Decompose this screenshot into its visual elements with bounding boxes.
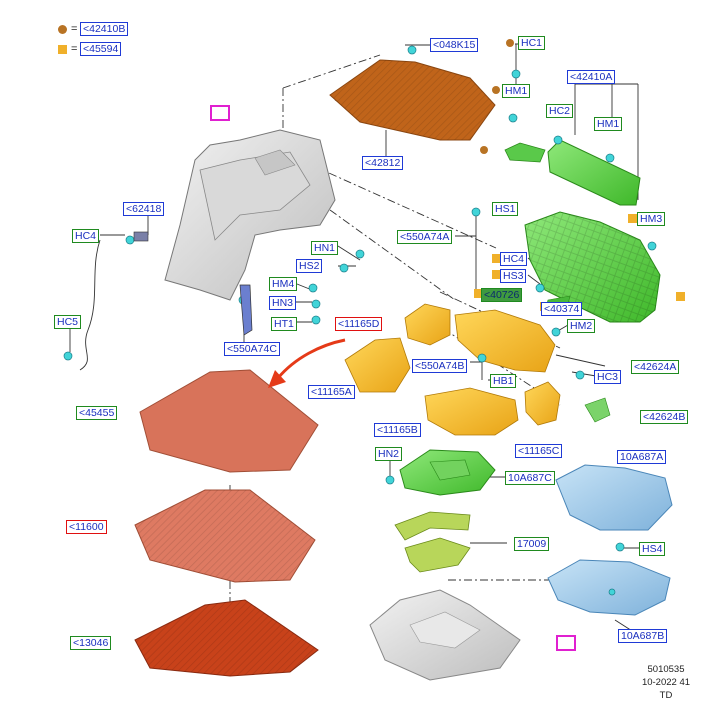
label-HM3[interactable]: HM3 xyxy=(637,212,666,226)
label-048K15[interactable]: <048K15 xyxy=(430,38,479,52)
floor-mat-top xyxy=(139,369,319,473)
label-42624B[interactable]: <42624B xyxy=(640,410,689,424)
label-HM4[interactable]: HM4 xyxy=(269,277,298,291)
floor-mat-bottom xyxy=(134,599,319,677)
legend-equals-square: = xyxy=(71,43,78,55)
label-HS1[interactable]: HS1 xyxy=(492,202,519,216)
label-10A687B[interactable]: 10A687B xyxy=(618,629,668,643)
camera-view-icon-bottom[interactable] xyxy=(556,635,576,651)
legend-dot-swatch xyxy=(58,25,67,34)
legend-square-ref[interactable]: <45594 xyxy=(80,42,122,56)
label-HC2[interactable]: HC2 xyxy=(546,104,574,118)
floor-mat-middle xyxy=(134,489,316,583)
label-HS2[interactable]: HS2 xyxy=(296,259,323,273)
blue-covers xyxy=(547,464,673,616)
legend-dot-ref[interactable]: <42410B xyxy=(80,22,129,36)
label-11600[interactable]: <11600 xyxy=(66,520,107,534)
side-trim-panel xyxy=(164,129,336,301)
label-HS4[interactable]: HS4 xyxy=(639,542,666,556)
label-550A74B[interactable]: <550A74B xyxy=(412,359,468,373)
camera-view-icon-top[interactable] xyxy=(210,105,230,121)
label-HB1[interactable]: HB1 xyxy=(490,374,517,388)
label-HN1[interactable]: HN1 xyxy=(311,241,339,255)
label-42812[interactable]: <42812 xyxy=(362,156,404,170)
blue-bracket-550A74C xyxy=(239,284,253,336)
rear-cargo-panel xyxy=(524,211,661,323)
legend-square-swatch xyxy=(58,45,67,54)
label-42624A[interactable]: <42624A xyxy=(631,360,680,374)
label-10A687A[interactable]: 10A687A xyxy=(617,450,667,464)
drawing-date: 10-2022 41 xyxy=(641,677,691,688)
label-HC3[interactable]: HC3 xyxy=(594,370,622,384)
drawing-number: 5010535 xyxy=(647,664,685,675)
green-scuff-plate xyxy=(504,139,641,206)
label-11165A[interactable]: <11165A xyxy=(308,385,355,399)
label-11165D[interactable]: <11165D xyxy=(335,317,383,331)
label-550A74A[interactable]: <550A74A xyxy=(397,230,453,244)
label-40726[interactable]: <40726 xyxy=(481,288,523,302)
package-tray xyxy=(329,59,496,141)
legend-equals-dot: = xyxy=(71,23,78,35)
foam-insert xyxy=(394,449,496,573)
drawing-code: TD xyxy=(659,690,673,701)
fasteners xyxy=(63,45,657,596)
label-11165C[interactable]: <11165C xyxy=(515,444,563,458)
label-10A687C[interactable]: 10A687C xyxy=(505,471,555,485)
floor-pan xyxy=(369,589,521,681)
label-HM2[interactable]: HM2 xyxy=(567,319,596,333)
label-11165B[interactable]: <11165B xyxy=(374,423,421,437)
label-45455[interactable]: <45455 xyxy=(76,406,118,420)
label-62418[interactable]: <62418 xyxy=(123,202,165,216)
label-13046[interactable]: <13046 xyxy=(70,636,112,650)
label-HN3[interactable]: HN3 xyxy=(269,296,297,310)
label-HT1[interactable]: HT1 xyxy=(271,317,297,331)
label-40374[interactable]: <40374 xyxy=(541,302,583,316)
label-HC4-left[interactable]: HC4 xyxy=(72,229,100,243)
red-arrow xyxy=(268,338,346,388)
label-HN2[interactable]: HN2 xyxy=(375,447,403,461)
label-HC5[interactable]: HC5 xyxy=(54,315,82,329)
label-HM1-a[interactable]: HM1 xyxy=(502,84,531,98)
label-HC1[interactable]: HC1 xyxy=(518,36,546,50)
label-42410A[interactable]: <42410A xyxy=(567,70,616,84)
label-550A74C[interactable]: <550A74C xyxy=(224,342,280,356)
label-17009[interactable]: 17009 xyxy=(514,537,550,551)
label-HM1-b[interactable]: HM1 xyxy=(594,117,623,131)
label-HC4-right[interactable]: HC4 xyxy=(500,252,528,266)
label-HS3[interactable]: HS3 xyxy=(500,269,527,283)
sensor-62418 xyxy=(133,231,149,242)
